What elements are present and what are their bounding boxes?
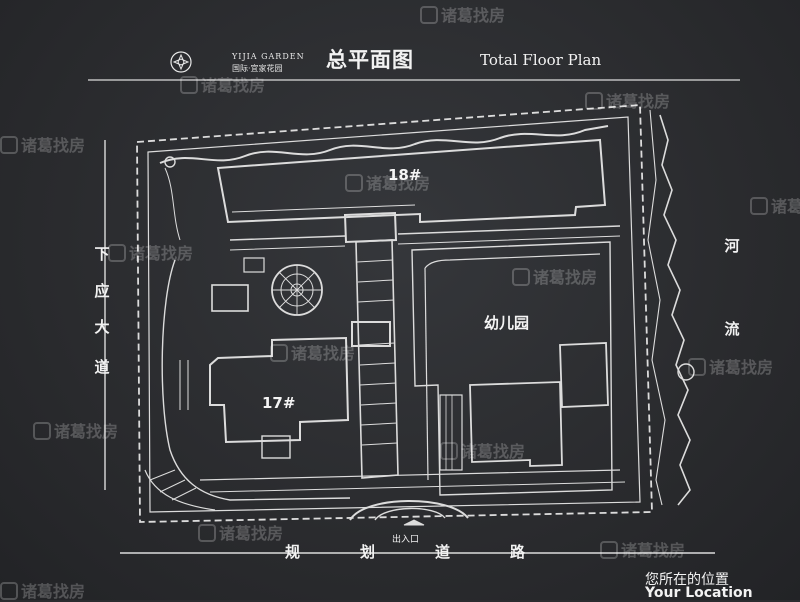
house-logo-icon [345, 174, 363, 192]
building-18-label: 18# [388, 166, 422, 184]
river-label-char: 河 [724, 237, 740, 255]
building-17-outline [209, 336, 350, 444]
house-logo-icon [108, 244, 126, 262]
watermark: 诸葛找房 [585, 88, 670, 112]
watermark: 诸葛找房 [750, 193, 800, 217]
entrance-arc [349, 500, 469, 521]
road-bottom-label: 规划道路 [285, 543, 586, 561]
house-logo-icon [180, 76, 198, 94]
road-left-char: 应 [94, 282, 110, 300]
house-logo-icon [512, 268, 530, 286]
watermark: 诸葛找房 [33, 418, 118, 442]
house-logo-icon [420, 6, 438, 24]
site-boundary [136, 104, 653, 523]
kindergarten-building [469, 381, 563, 467]
road-left-char: 大 [94, 318, 110, 336]
entrance-label: 出入口 [392, 535, 420, 545]
brand-name-cn: 国际·宜家花园 [232, 64, 283, 73]
watermark: 诸葛找房 [0, 578, 85, 602]
watermark: 诸葛找房 [345, 170, 430, 194]
landscape-path [159, 125, 609, 164]
watermark: 诸葛找房 [440, 438, 525, 462]
house-logo-icon [585, 92, 603, 110]
house-logo-icon [0, 136, 18, 154]
watermark: 诸葛找房 [108, 240, 193, 264]
central-walkway [355, 239, 399, 479]
house-logo-icon [750, 197, 768, 215]
road-left-char: 下 [94, 245, 110, 263]
river-edge [659, 114, 691, 506]
brand-name-en: YIJIA GARDEN [232, 52, 305, 61]
you-are-here-en: Your Location [645, 585, 753, 601]
watermark: 诸葛找房 [180, 72, 265, 96]
road-left-char: 道 [94, 358, 110, 376]
lotus-emblem-icon [170, 51, 192, 73]
watermark: 诸葛找房 [198, 520, 283, 544]
house-logo-icon [33, 422, 51, 440]
watermark: 诸葛找房 [420, 2, 505, 26]
river-label-char: 流 [724, 320, 740, 338]
page-title-en: Total Floor Plan [480, 51, 602, 69]
you-are-here-cn: 您所在的位置 [645, 572, 729, 588]
building-18-outline [216, 138, 607, 224]
house-logo-icon [440, 442, 458, 460]
house-logo-icon [0, 582, 18, 600]
kindergarten-label: 幼儿园 [484, 314, 530, 332]
building-17-label: 17# [262, 394, 296, 412]
watermark: 诸葛找房 [600, 537, 685, 561]
house-logo-icon [198, 524, 216, 542]
watermark: 诸葛找房 [688, 354, 773, 378]
watermark: 诸葛找房 [270, 340, 355, 364]
watermark: 诸葛找房 [512, 264, 597, 288]
watermark: 诸葛找房 [0, 132, 85, 156]
central-plaza [343, 211, 398, 244]
inner-boundary [147, 116, 641, 513]
house-logo-icon [600, 541, 618, 559]
kindergarten-site [411, 241, 613, 496]
house-logo-icon [270, 344, 288, 362]
page-title-cn: 总平面图 [326, 47, 414, 72]
house-logo-icon [688, 358, 706, 376]
